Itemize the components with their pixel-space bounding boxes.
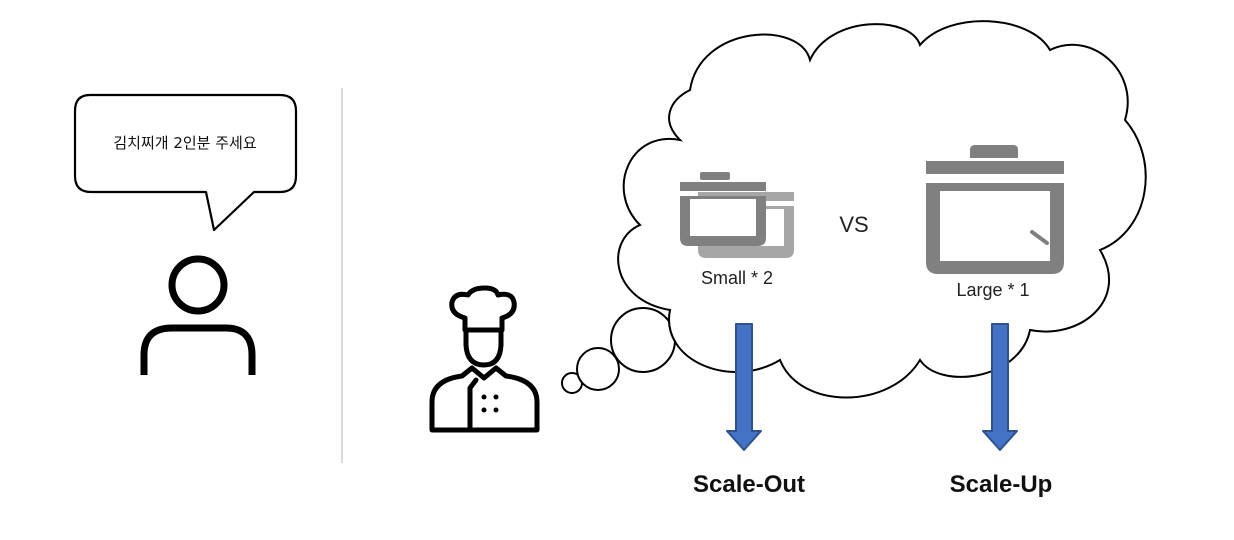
small-pots-icon	[680, 172, 794, 258]
person-icon	[140, 255, 256, 375]
thought-dot-medium	[576, 347, 620, 391]
small-pots-label: Small * 2	[701, 268, 773, 288]
speech-bubble	[73, 93, 298, 232]
scale-out-arrow	[726, 323, 762, 451]
scale-up-arrow	[982, 323, 1018, 451]
speech-text: 김치찌개 2인분 주세요	[113, 134, 256, 152]
large-pot-label: Large * 1	[956, 280, 1029, 300]
large-pot-icon	[926, 145, 1064, 274]
vs-label: VS	[839, 212, 868, 237]
scale-up-label: Scale-Up	[950, 471, 1053, 498]
thought-dot-large	[610, 307, 676, 373]
scale-out-label: Scale-Out	[693, 471, 805, 498]
chef-icon	[429, 285, 540, 433]
cloud-outline	[617, 20, 1147, 399]
customer-group: 김치찌개 2인분 주세요	[73, 93, 298, 375]
thought-cloud	[561, 20, 1147, 399]
